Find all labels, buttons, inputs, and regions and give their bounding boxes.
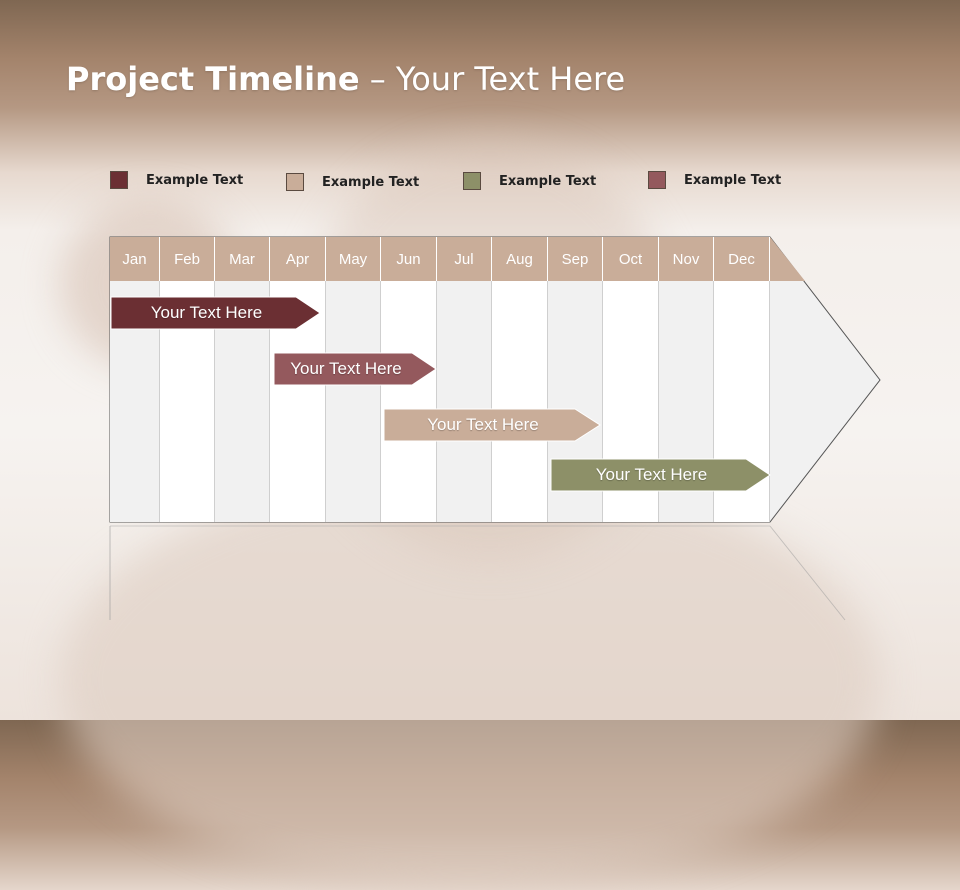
month-header-apr: Apr — [270, 237, 326, 281]
legend-label: Example Text — [684, 172, 782, 188]
month-header-may: May — [326, 237, 381, 281]
legend-label: Example Text — [146, 172, 244, 188]
task-arrows — [110, 296, 771, 492]
timeline-arrow-head-header — [770, 237, 805, 281]
legend-swatch — [110, 171, 128, 189]
task-arrow-4 — [550, 458, 771, 492]
legend-label: Example Text — [322, 174, 420, 190]
task-text: Your Text Here — [427, 415, 539, 434]
task-arrow-2 — [273, 352, 437, 386]
legend-item-2: Example Text — [286, 172, 419, 192]
legend-label: Example Text — [499, 173, 597, 189]
timeline-reflection-right — [769, 525, 846, 621]
task-label-3: Your Text Here — [384, 409, 600, 441]
month-column — [326, 281, 381, 522]
month-header-aug: Aug — [492, 237, 548, 281]
month-column — [437, 281, 492, 522]
legend-swatch — [648, 171, 666, 189]
month-header-jun: Jun — [381, 237, 437, 281]
month-header-nov: Nov — [659, 237, 714, 281]
task-text: Your Text Here — [290, 359, 402, 378]
month-header-mar: Mar — [215, 237, 270, 281]
month-header-oct: Oct — [603, 237, 659, 281]
task-label-2: Your Text Here — [274, 353, 436, 385]
legend-swatch — [286, 173, 304, 191]
task-label-1: Your Text Here — [111, 297, 320, 329]
legend-item-1: Example Text — [110, 170, 243, 190]
month-header-dec: Dec — [714, 237, 770, 281]
month-header-feb: Feb — [160, 237, 215, 281]
task-text: Your Text Here — [595, 465, 708, 484]
legend-item-3: Example Text — [463, 171, 596, 191]
legend-item-4: Example Text — [648, 170, 781, 190]
task-label-4: Your Text Here — [551, 459, 770, 491]
task-text: Your Text Here — [150, 303, 263, 322]
month-column — [492, 281, 548, 522]
task-arrow-1 — [110, 296, 321, 330]
month-header-sep: Sep — [548, 237, 603, 281]
month-header-jul: Jul — [437, 237, 492, 281]
month-column — [381, 281, 437, 522]
legend-swatch — [463, 172, 481, 190]
task-arrow-3 — [383, 408, 601, 442]
month-header-jan: Jan — [110, 237, 160, 281]
page-title: Project Timeline – Your Text Here — [66, 60, 626, 98]
